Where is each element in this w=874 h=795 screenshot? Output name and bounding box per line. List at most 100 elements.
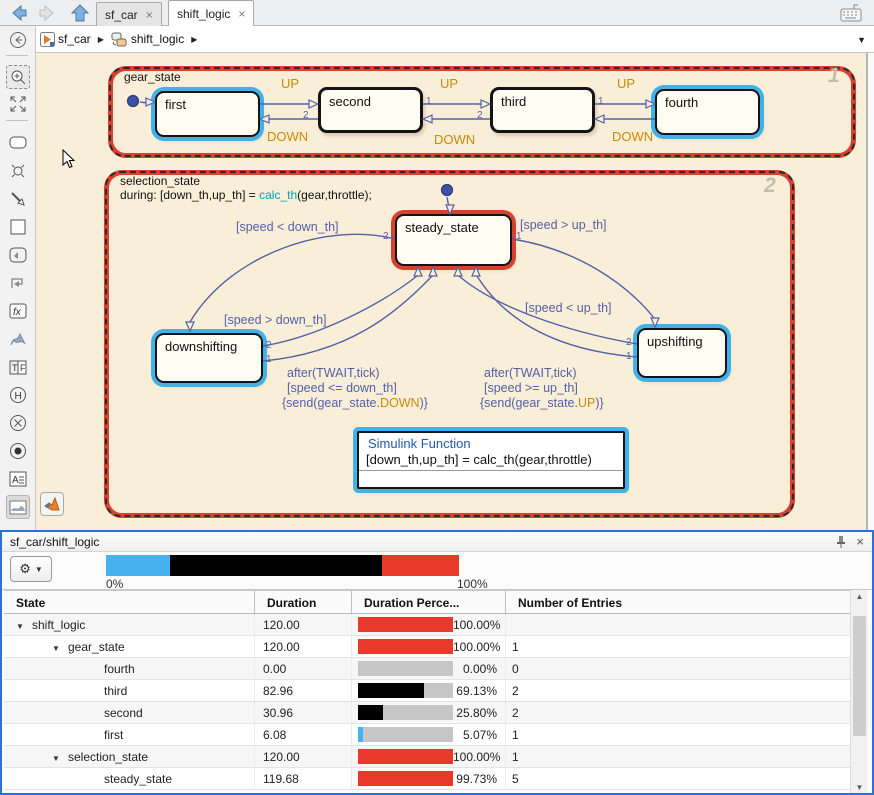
transition-condition[interactable]: [speed > down_th] (224, 313, 327, 327)
table-row-gear-state[interactable]: ▼gear_state 120.00 100.00% 1 (4, 636, 850, 658)
profiling-panel: sf_car/shift_logic × ⚙ ▼ 0% 100% State D… (0, 530, 874, 795)
simulink-function-tool[interactable] (6, 327, 30, 351)
close-icon[interactable]: × (145, 7, 153, 22)
state-fourth[interactable]: fourth (655, 89, 760, 135)
tab-sf-car[interactable]: sf_car × (96, 2, 162, 26)
breadcrumb-item[interactable]: sf_car (58, 32, 91, 46)
table-row-selection-state[interactable]: ▼selection_state 120.00 100.00% 1 (4, 746, 850, 768)
transition-condition[interactable]: [speed < down_th] (236, 220, 339, 234)
close-icon[interactable]: × (856, 534, 864, 549)
forward-icon[interactable] (38, 4, 58, 22)
expand-caret-icon[interactable]: ▼ (52, 644, 60, 653)
back-icon[interactable] (8, 4, 28, 22)
scroll-down-icon[interactable]: ▼ (855, 783, 864, 792)
simulink-function-box[interactable]: Simulink Function [down_th,up_th] = calc… (357, 431, 625, 489)
state-title[interactable]: gear_state (124, 70, 181, 84)
state-second[interactable]: second (318, 87, 423, 133)
fit-to-view-tool[interactable] (6, 92, 30, 116)
table-row-steady-state[interactable]: steady_state 119.68 99.73% 5 (4, 768, 850, 790)
chart-icon (111, 32, 127, 46)
state-selection-state[interactable] (104, 170, 795, 518)
state-title[interactable]: selection_state (120, 174, 201, 188)
transition-action[interactable]: {send(gear_state.UP)} (480, 396, 604, 410)
svg-text:H: H (15, 391, 22, 402)
transition-condition[interactable]: [speed < up_th] (525, 301, 612, 315)
entries-value: 1 (512, 750, 519, 764)
transition-action[interactable]: after(TWAIT,tick) (287, 366, 380, 380)
tab-shift-logic[interactable]: shift_logic × (168, 0, 255, 26)
transition-label-down[interactable]: DOWN (434, 132, 476, 147)
keyboard-shortcut-icon[interactable] (840, 3, 862, 22)
transition-label-up[interactable]: UP (440, 76, 459, 91)
column-header-state[interactable]: State (4, 591, 255, 613)
annotation-tool[interactable]: A (6, 467, 30, 491)
transition-order: 1 (598, 96, 604, 107)
up-to-parent-icon[interactable] (70, 4, 90, 22)
transition-condition[interactable]: [speed >= up_th] (484, 381, 578, 395)
settings-dropdown-button[interactable]: ⚙ ▼ (10, 556, 52, 582)
send-text: {send(gear_state. (282, 396, 380, 410)
breadcrumb-separator-icon[interactable]: ▶ (97, 34, 104, 44)
scroll-up-icon[interactable]: ▲ (855, 592, 864, 601)
breadcrumb-separator-icon[interactable]: ▶ (191, 34, 198, 44)
history-junction-tool[interactable]: H (6, 383, 30, 407)
table-row-first[interactable]: first 6.08 5.07% 1 (4, 724, 850, 746)
table-row-shift-logic[interactable]: ▼shift_logic 120.00 100.00% (4, 614, 850, 636)
column-header-duration[interactable]: Duration (255, 591, 352, 613)
table-header-row[interactable]: State Duration Duration Perce... Number … (4, 590, 850, 614)
entries-value: 0 (512, 662, 519, 676)
table-scrollbar[interactable]: ▲ ▼ (850, 590, 868, 793)
column-header-duration-percent[interactable]: Duration Perce... (352, 591, 506, 613)
atomic-subchart-tool[interactable] (6, 271, 30, 295)
pin-icon[interactable] (836, 535, 846, 549)
transition-tool[interactable] (6, 187, 30, 211)
column-header-entries[interactable]: Number of Entries (518, 596, 623, 610)
subchart-tool[interactable] (6, 243, 30, 267)
default-transition-tool[interactable] (6, 439, 30, 463)
table-row-third[interactable]: third 82.96 69.13% 2 (4, 680, 850, 702)
transition-action[interactable]: after(TWAIT,tick) (484, 366, 577, 380)
transition-condition[interactable]: [speed <= down_th] (287, 381, 397, 395)
back-in-chart-button[interactable] (6, 28, 30, 52)
expand-caret-icon[interactable]: ▼ (52, 754, 60, 763)
matlab-badge-button[interactable] (40, 492, 64, 516)
transition-label-up[interactable]: UP (281, 76, 300, 91)
scrollbar-thumb[interactable] (853, 616, 866, 736)
duration-percent: 100.00% (453, 617, 501, 632)
state-steady-state[interactable]: steady_state (395, 214, 512, 266)
transition-label-down[interactable]: DOWN (267, 129, 309, 144)
expand-caret-icon[interactable]: ▼ (16, 622, 24, 631)
matlab-function-tool[interactable]: fx (6, 299, 30, 323)
entries-value: 1 (512, 728, 519, 742)
junction-tool[interactable] (6, 159, 30, 183)
chart-canvas[interactable]: gear_state 1 first second third fourth U… (36, 53, 866, 530)
state-upshifting[interactable]: upshifting (637, 328, 727, 378)
breadcrumb-item[interactable]: shift_logic (130, 32, 185, 46)
canvas-scrollbar-strip[interactable] (866, 53, 874, 530)
table-row-fourth[interactable]: fourth 0.00 0.00% 0 (4, 658, 850, 680)
zoom-in-tool[interactable] (6, 65, 30, 89)
transition-label-up[interactable]: UP (617, 76, 636, 91)
state-tool[interactable] (6, 131, 30, 155)
state-gear-state[interactable] (108, 66, 856, 158)
divider (6, 120, 28, 121)
transition-condition[interactable]: [speed > up_th] (520, 218, 607, 232)
simulink-function-signature: [down_th,up_th] = calc_th(gear,throttle) (359, 451, 623, 471)
duration-bar-track (358, 727, 453, 742)
duration-percent: 25.80% (456, 705, 497, 720)
state-activity-table: State Duration Duration Perce... Number … (4, 590, 850, 793)
breadcrumb-dropdown-icon[interactable]: ▼ (857, 35, 866, 45)
state-first[interactable]: first (155, 91, 260, 137)
close-icon[interactable]: × (238, 6, 246, 21)
transition-action[interactable]: {send(gear_state.DOWN)} (282, 396, 428, 410)
box-tool[interactable] (6, 215, 30, 239)
state-label: fourth (665, 95, 699, 110)
table-row-second[interactable]: second 30.96 25.80% 2 (4, 702, 850, 724)
state-downshifting[interactable]: downshifting (155, 333, 263, 383)
state-during-action[interactable]: during: [down_th,up_th] = calc_th(gear,t… (120, 188, 372, 202)
transition-label-down[interactable]: DOWN (612, 129, 654, 144)
image-tool[interactable] (6, 495, 30, 519)
connective-junction-tool[interactable] (6, 411, 30, 435)
state-third[interactable]: third (490, 87, 595, 133)
